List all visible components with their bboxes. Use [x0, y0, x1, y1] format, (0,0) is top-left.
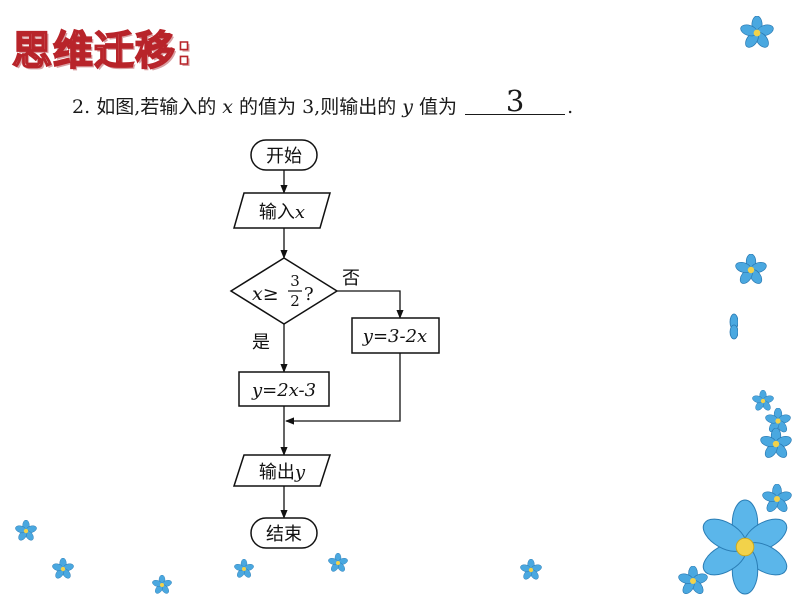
condition-numerator: 3 — [290, 272, 300, 290]
output-text: 输出y — [259, 462, 306, 483]
question-text-part3: 值为 — [419, 96, 458, 118]
condition-question-mark: ? — [304, 284, 314, 305]
start-label: 开始 — [266, 146, 302, 167]
question-number: 2. — [72, 96, 91, 118]
yes-branch-formula: y=2x-3 — [251, 380, 316, 401]
flower-icon — [729, 313, 738, 340]
flower-icon — [234, 559, 254, 578]
arrow-no-merge — [285, 353, 401, 425]
output-box — [232, 454, 332, 487]
flower-icon — [760, 428, 792, 458]
yes-branch-box — [238, 371, 330, 407]
flower-icon — [752, 390, 774, 411]
flower-icon — [15, 520, 37, 541]
answer-blank: 3 — [465, 80, 566, 118]
decision-diamond — [229, 257, 339, 325]
question-text: 2. 如图,若输入的 x 的值为 3,则输出的 y 值为 3. — [72, 84, 574, 121]
input-label: 输入 — [259, 202, 295, 223]
question-var-x: x — [222, 96, 233, 118]
flower-icon — [520, 559, 542, 580]
output-label: 输出 — [259, 462, 295, 483]
flower-icon — [328, 553, 348, 572]
large-flower-icon — [702, 499, 788, 595]
flower-icon — [762, 484, 792, 512]
no-branch-box — [351, 317, 440, 354]
question-var-y: y — [402, 96, 413, 118]
yes-label: 是 — [252, 332, 270, 353]
question-text-part2: 的值为 3,则输出的 — [239, 96, 397, 118]
arrow-no-branch — [337, 290, 404, 319]
input-var: x — [295, 202, 305, 223]
flower-icon — [678, 566, 708, 594]
answer-value: 3 — [505, 84, 525, 118]
output-var: y — [294, 462, 306, 483]
question-end-punct: . — [567, 96, 574, 118]
condition-denominator: 2 — [290, 292, 300, 310]
slide-title: 思维迁移: — [11, 27, 193, 75]
end-label: 结束 — [266, 524, 302, 545]
input-text: 输入x — [259, 202, 305, 223]
no-label: 否 — [342, 268, 360, 289]
input-box — [233, 192, 331, 229]
flower-icon — [735, 254, 767, 284]
condition-left: x≥ — [252, 283, 279, 305]
question-text-part1: 如图,若输入的 — [96, 96, 217, 118]
flower-icon — [52, 558, 74, 579]
end-terminal — [250, 517, 318, 549]
flower-icon — [152, 575, 172, 594]
no-branch-formula: y=3-2x — [362, 326, 427, 347]
flower-icon — [740, 16, 774, 48]
